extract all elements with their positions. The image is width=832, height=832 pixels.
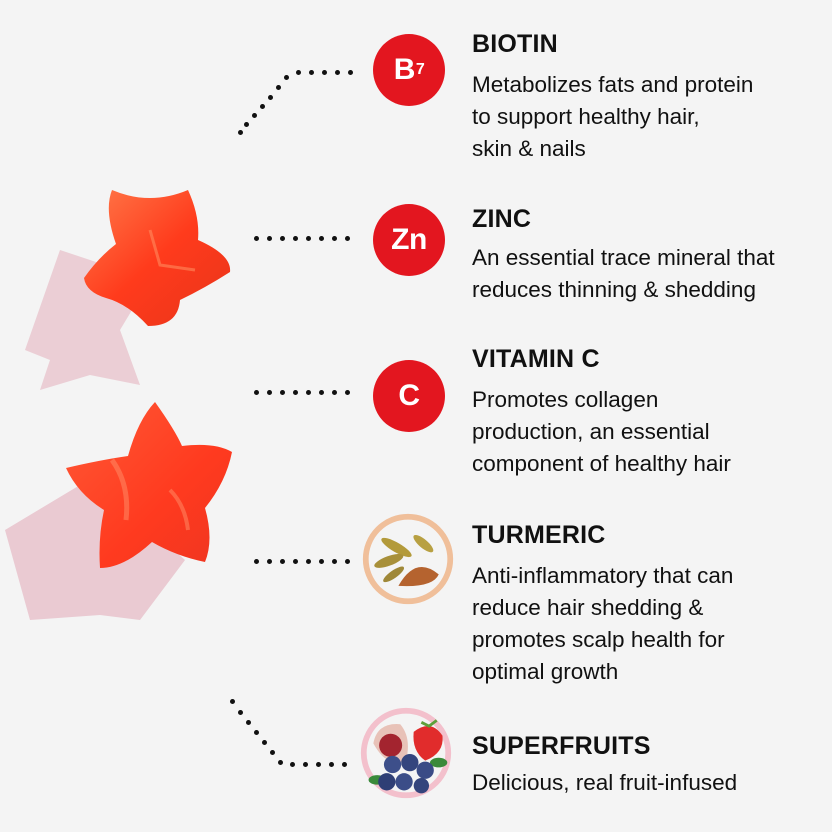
ingredient-desc-superfruits: Delicious, real fruit-infused bbox=[472, 770, 738, 795]
ingredient-desc-turmeric: Anti-inflammatory that can reduce hair s… bbox=[472, 563, 734, 684]
ingredient-title-superfruits: SUPERFRUITS bbox=[472, 732, 651, 760]
star-gummy-top-image bbox=[25, 190, 231, 390]
ingredient-desc-zinc: An essential trace mineral that reduces … bbox=[472, 245, 775, 302]
zinc-zn-icon: Zn bbox=[373, 204, 445, 276]
star-gummy-bottom-image bbox=[5, 402, 232, 620]
ingredient-title-turmeric: TURMERIC bbox=[472, 521, 606, 549]
ingredient-title-vitamin-c: VITAMIN C bbox=[472, 345, 600, 373]
ingredient-desc-vitamin-c: Promotes collagen production, an essenti… bbox=[472, 387, 731, 476]
vitamin-c-icon: C bbox=[373, 360, 445, 432]
ingredient-title-zinc: ZINC bbox=[472, 205, 532, 233]
ingredient-title-biotin: BIOTIN bbox=[472, 30, 558, 58]
turmeric-root-and-powder-icon bbox=[362, 513, 454, 605]
ingredient-desc-biotin: Metabolizes fats and protein to support … bbox=[472, 72, 754, 161]
superfruits-pomegranate-strawberry-blueberry-icon bbox=[360, 707, 452, 799]
